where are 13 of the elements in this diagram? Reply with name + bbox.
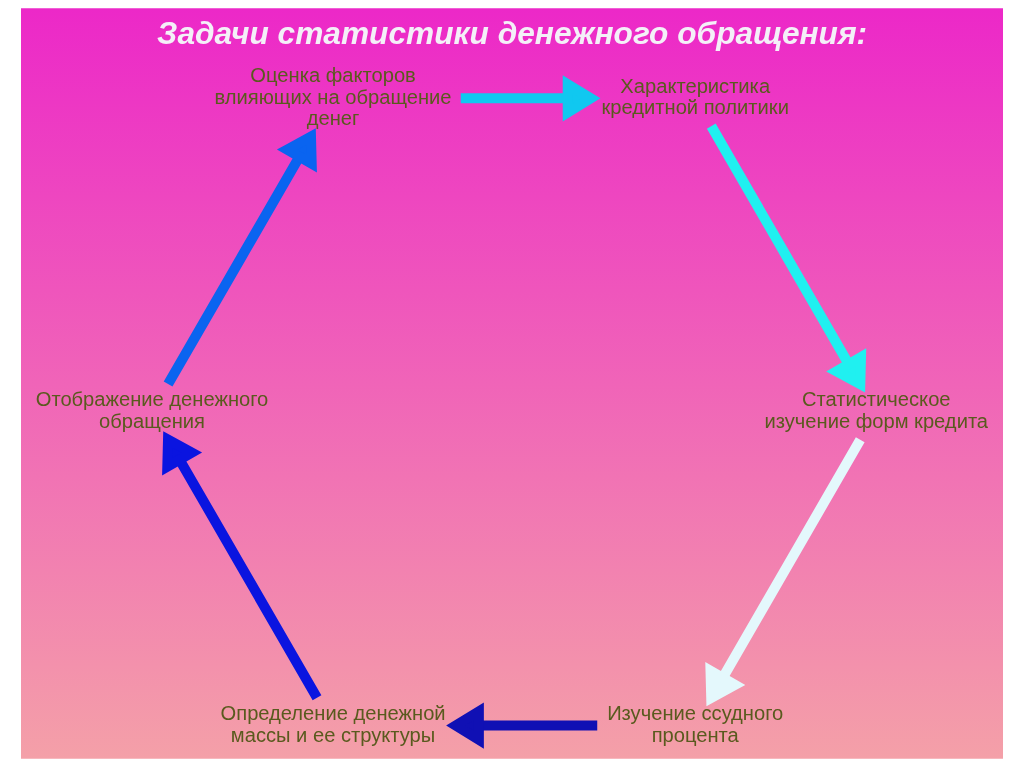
- node-text: Изучение ссудного процента: [607, 702, 784, 746]
- diagram-title: Задачи статистики денежного обращения:: [157, 14, 868, 51]
- node-text: Определение денежной массы и ее структуры: [220, 702, 446, 746]
- arrow: [163, 128, 317, 387]
- node-text: Статистическое изучение форм кредита: [764, 388, 989, 433]
- node-text: Оценка факторов влияющих на обращение денег: [214, 64, 452, 130]
- arrow: [705, 437, 865, 707]
- node-text: Отображение денежного обращения: [35, 388, 269, 433]
- node-text: Характеристика кредитной политики: [601, 74, 789, 119]
- arrow: [706, 123, 867, 393]
- arrow: [460, 75, 601, 122]
- arrow: [162, 431, 322, 701]
- arrow: [446, 702, 598, 749]
